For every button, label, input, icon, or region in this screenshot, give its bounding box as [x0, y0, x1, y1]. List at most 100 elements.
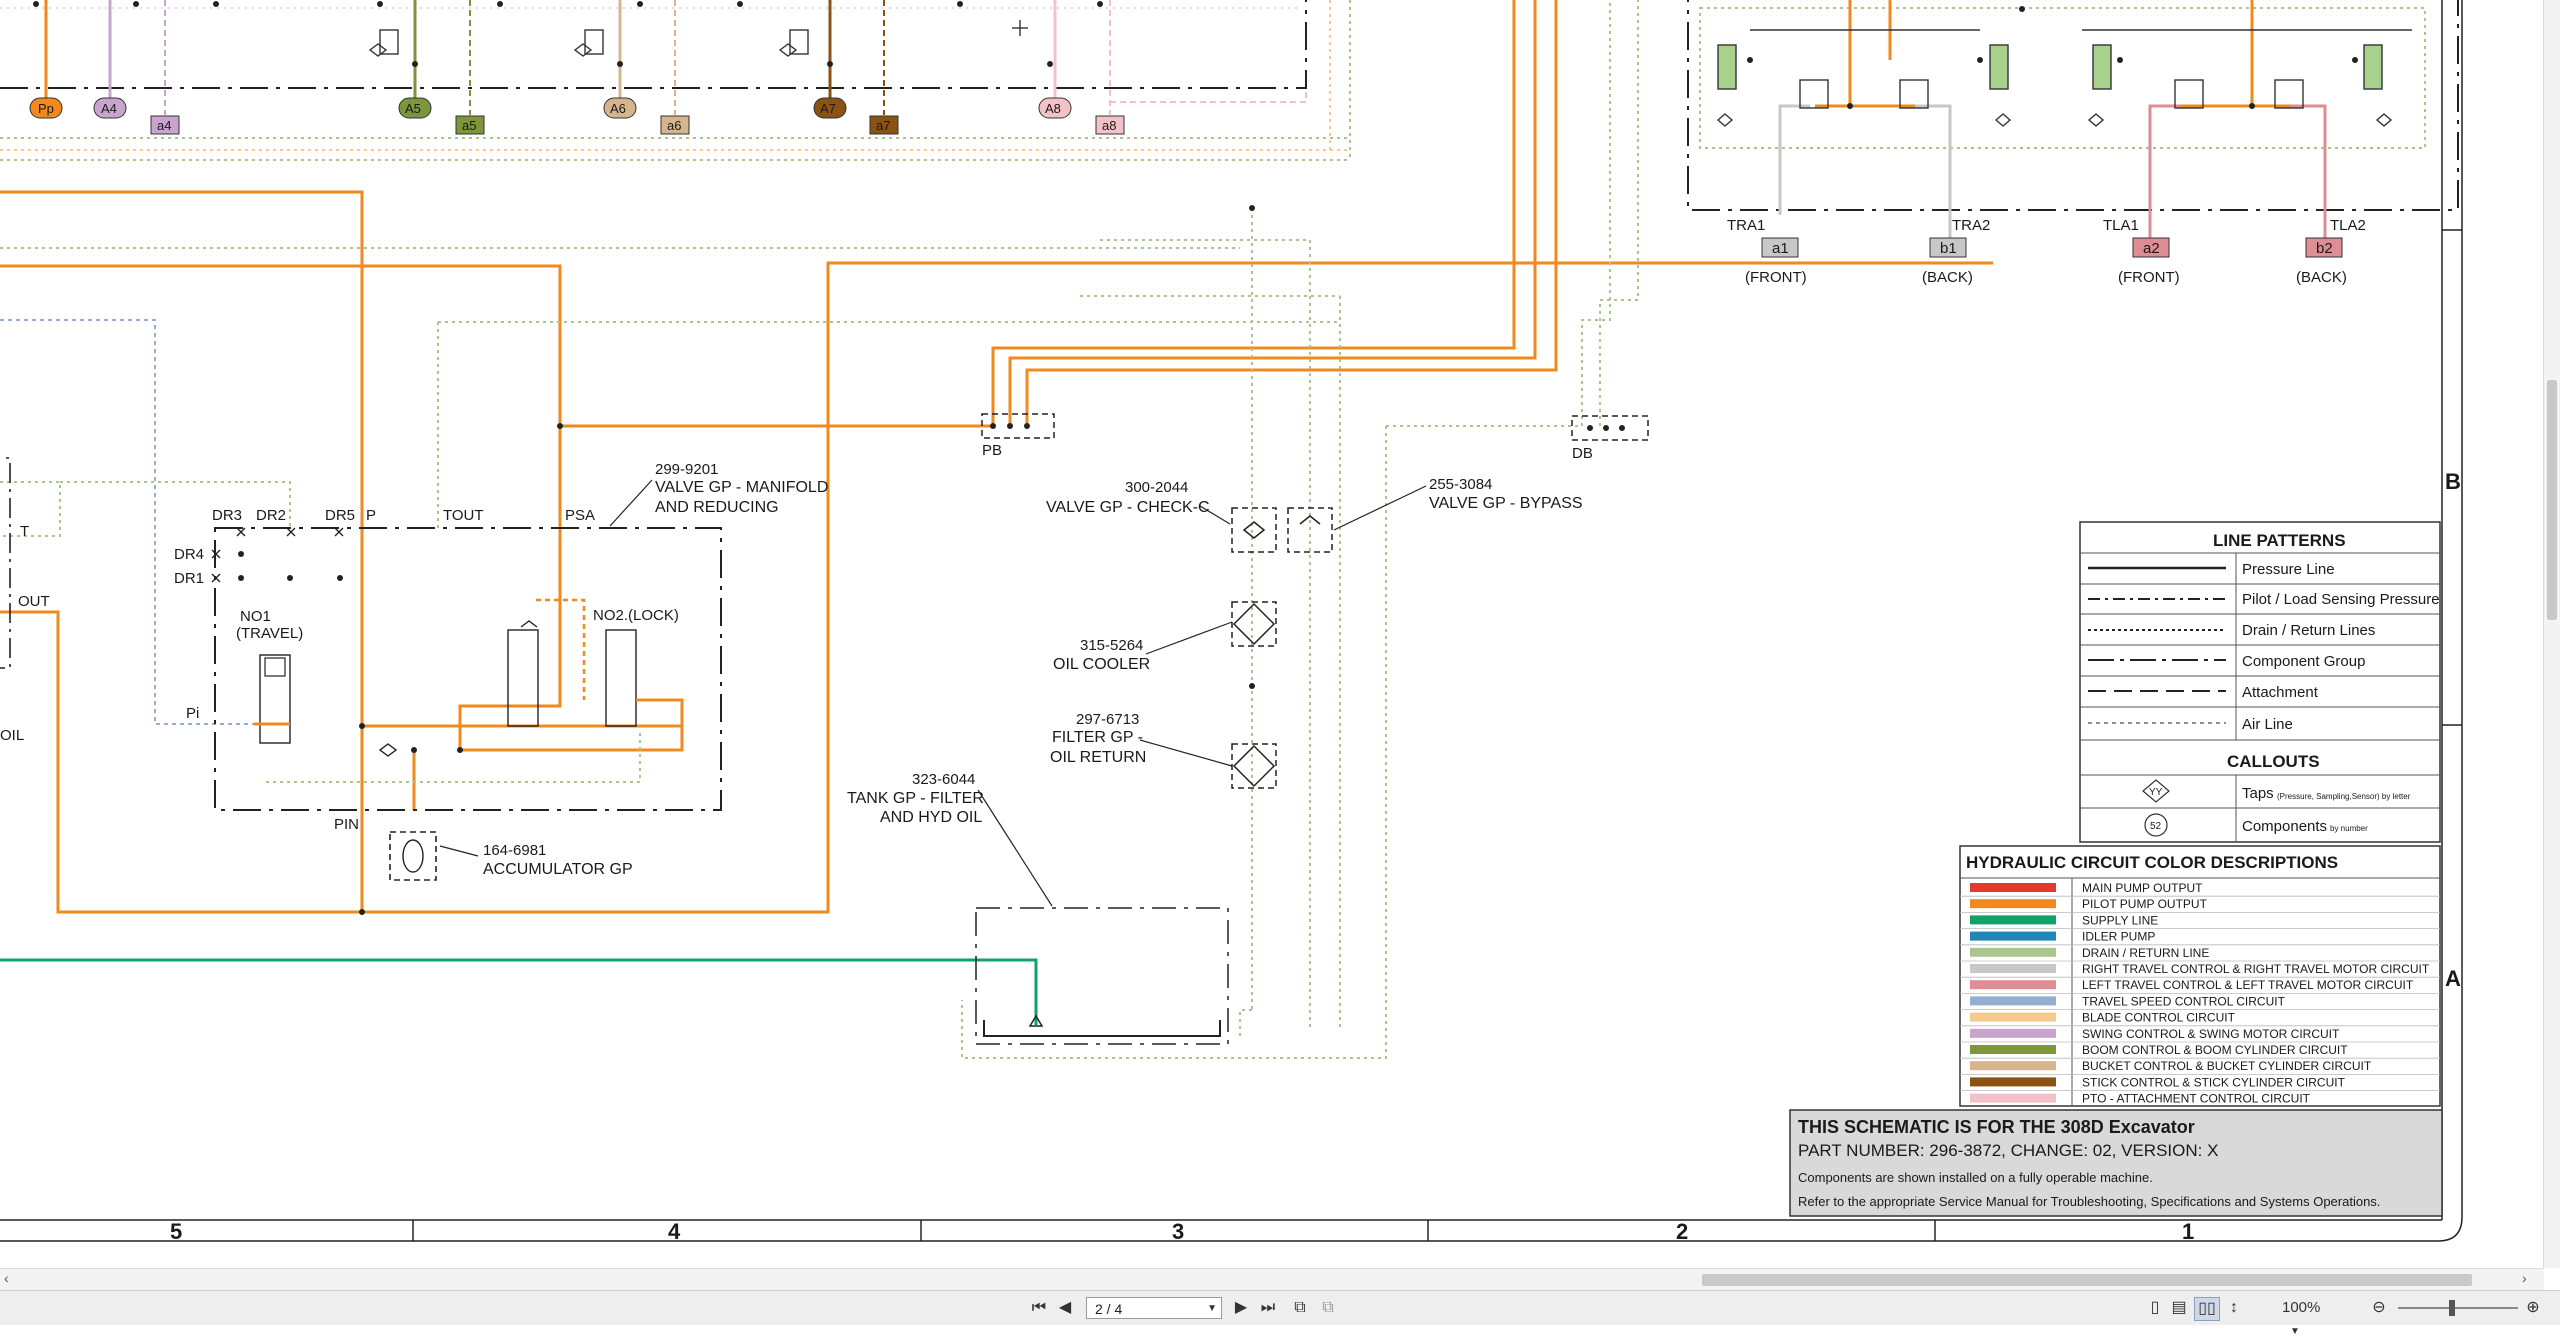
port-a2-label: a2 [2143, 240, 2160, 257]
port-a5-label: A5 [405, 101, 421, 116]
zone-2: 2 [1676, 1219, 1688, 1244]
two-page-icon[interactable]: ▯▯ [2194, 1297, 2220, 1321]
previous-page-icon[interactable]: ◀ [1058, 1299, 1072, 1316]
cooler-part: 315-5264 [1080, 637, 1143, 654]
vertical-scrollbar[interactable] [2543, 0, 2560, 1268]
color-description-label: BOOM CONTROL & BOOM CYLINDER CIRCUIT [2082, 1043, 2348, 1057]
tla1-note: (FRONT) [2118, 269, 2180, 286]
svg-text:TOUT: TOUT [443, 507, 484, 524]
svg-text:YY: YY [2149, 787, 2163, 798]
port-a8-label: A8 [1045, 101, 1061, 116]
check-name: VALVE GP - CHECK-C [1046, 499, 1210, 516]
manifold-name-2: AND REDUCING [655, 499, 779, 516]
filter-name-1: FILTER GP - [1052, 729, 1143, 746]
return-components [975, 507, 1333, 1045]
manifold-name-1: VALVE GP - MANIFOLD [655, 479, 828, 496]
zoom-slider[interactable] [2398, 1307, 2518, 1309]
filter-part: 297-6713 [1076, 711, 1139, 728]
svg-text:Drain / Return Lines: Drain / Return Lines [2242, 622, 2375, 639]
paste-icon[interactable]: ⧉ [1322, 1299, 1334, 1316]
tank-name-1: TANK GP - FILTER [847, 790, 984, 807]
svg-text:by number: by number [2330, 824, 2368, 833]
return-component-labels: 300-2044 VALVE GP - CHECK-C 255-3084 VAL… [847, 476, 1583, 907]
zone-b: B [2445, 469, 2461, 494]
port-a1-label: a1 [1772, 240, 1789, 257]
manifold-dots [238, 205, 1625, 915]
zoom-slider-handle[interactable] [2449, 1300, 2455, 1316]
scroll-left-icon[interactable]: ‹ [4, 1270, 9, 1286]
color-description-label: LEFT TRAVEL CONTROL & LEFT TRAVEL MOTOR … [2082, 978, 2414, 992]
horizontal-scrollbar[interactable]: ‹ › [0, 1268, 2544, 1291]
port-a7 [813, 97, 847, 119]
color-description-label: TRAVEL SPEED CONTROL CIRCUIT [2082, 994, 2286, 1008]
zoom-level[interactable]: 100% ▼ [2282, 1297, 2342, 1337]
next-page-icon[interactable]: ▶ [1234, 1299, 1248, 1316]
last-page-icon[interactable]: ⏭ [1260, 1299, 1276, 1316]
svg-text:PIN: PIN [334, 816, 359, 833]
continuous-icon[interactable]: ▤ [2171, 1299, 2187, 1316]
zone-a: A [2445, 966, 2461, 991]
color-descriptions-title: HYDRAULIC CIRCUIT COLOR DESCRIPTIONS [1966, 853, 2338, 872]
manifold-port-labels: DR3 DR2 DR5 P TOUT PSA DR4 DR1 Pi PIN 29… [174, 461, 828, 878]
svg-text:P: P [366, 507, 376, 524]
color-description-label: BLADE CONTROL CIRCUIT [2082, 1011, 2236, 1025]
main-valve-bank [0, 0, 1351, 161]
horizontal-scroll-thumb[interactable] [1702, 1274, 2472, 1286]
color-description-label: DRAIN / RETURN LINE [2082, 946, 2209, 960]
first-page-icon[interactable]: ⏮ [1031, 1299, 1047, 1316]
svg-text:Attachment: Attachment [2242, 684, 2319, 701]
color-description-label: BUCKET CONTROL & BUCKET CYLINDER CIRCUIT [2082, 1059, 2372, 1073]
no1-note: (TRAVEL) [236, 625, 303, 642]
color-swatch [1970, 931, 2056, 941]
filter-name-2: OIL RETURN [1050, 749, 1146, 766]
fit-width-icon[interactable]: ↕ [2230, 1299, 2238, 1316]
port-pp-label: Pp [38, 101, 54, 116]
schematic-page[interactable]: 5 4 3 2 1 B A [0, 0, 2544, 1268]
color-description-label: PTO - ATTACHMENT CONTROL CIRCUIT [2082, 1092, 2311, 1106]
top-port-labels: Pp A4 a4 A5 a5 A6 a6 A7 a7 A8 [29, 97, 1125, 135]
title-block-note1: Components are shown installed on a full… [1798, 1170, 2153, 1185]
color-description-label: STICK CONTROL & STICK CYLINDER CIRCUIT [2082, 1075, 2346, 1089]
svg-text:Component Group: Component Group [2242, 653, 2365, 670]
line-patterns-legend: LINE PATTERNS [2079, 521, 2441, 843]
accumulator-name: ACCUMULATOR GP [483, 861, 633, 878]
port-a5-small-label: a5 [462, 118, 476, 133]
zoom-in-icon[interactable]: ⊕ [2526, 1299, 2540, 1316]
svg-text:Pi: Pi [186, 705, 199, 722]
svg-text:DR2: DR2 [256, 507, 286, 524]
accumulator-part: 164-6981 [483, 842, 546, 859]
vertical-scroll-thumb[interactable] [2547, 380, 2557, 620]
schematic-drawing: 5 4 3 2 1 B A [0, 0, 2463, 1244]
tank-part: 323-6044 [912, 771, 975, 788]
copy-icon[interactable]: ⧉ [1294, 1299, 1306, 1316]
zone-4: 4 [668, 1219, 681, 1244]
page-number-input[interactable]: 2 / 4 ▼ [1086, 1297, 1222, 1319]
color-swatch [1970, 1012, 2056, 1022]
svg-text:Components: Components [2242, 818, 2327, 835]
travel-valve-group [1687, 0, 2459, 240]
check-part: 300-2044 [1125, 479, 1188, 496]
svg-text:(Pressure, Sampling,Sensor) by: (Pressure, Sampling,Sensor) by letter [2277, 792, 2411, 801]
scroll-right-icon[interactable]: › [2522, 1270, 2527, 1286]
zone-1: 1 [2182, 1219, 2194, 1244]
svg-text:DR5: DR5 [325, 507, 355, 524]
color-swatch [1970, 1061, 2056, 1071]
port-a4-small [150, 115, 180, 135]
tra2-label: TRA2 [1952, 217, 1990, 234]
tla2-label: TLA2 [2330, 217, 2366, 234]
svg-text:PB: PB [982, 442, 1002, 459]
zoom-out-icon[interactable]: ⊖ [2372, 1299, 2386, 1316]
zone-5: 5 [170, 1219, 182, 1244]
title-block-title: THIS SCHEMATIC IS FOR THE 308D Excavator [1798, 1117, 2195, 1137]
svg-text:Taps: Taps [2242, 785, 2274, 802]
svg-text:PSA: PSA [565, 507, 595, 524]
single-page-icon[interactable]: ▯ [2150, 1299, 2160, 1316]
color-swatch [1970, 996, 2056, 1006]
viewer-toolbar: ⏮ ◀ 2 / 4 ▼ ▶ ⏭ ⧉ ⧉ ▯ ▤ ▯▯ ↕ 100% ▼ ⊖ ⊕ [0, 1290, 2560, 1337]
title-block: THIS SCHEMATIC IS FOR THE 308D Excavator… [1789, 1109, 2443, 1217]
port-a6-small [660, 115, 690, 135]
port-b1-label: b1 [1940, 240, 1957, 257]
svg-text:Pilot / Load Sensing Pressure: Pilot / Load Sensing Pressure [2242, 591, 2440, 608]
color-description-label: SUPPLY LINE [2082, 913, 2158, 927]
